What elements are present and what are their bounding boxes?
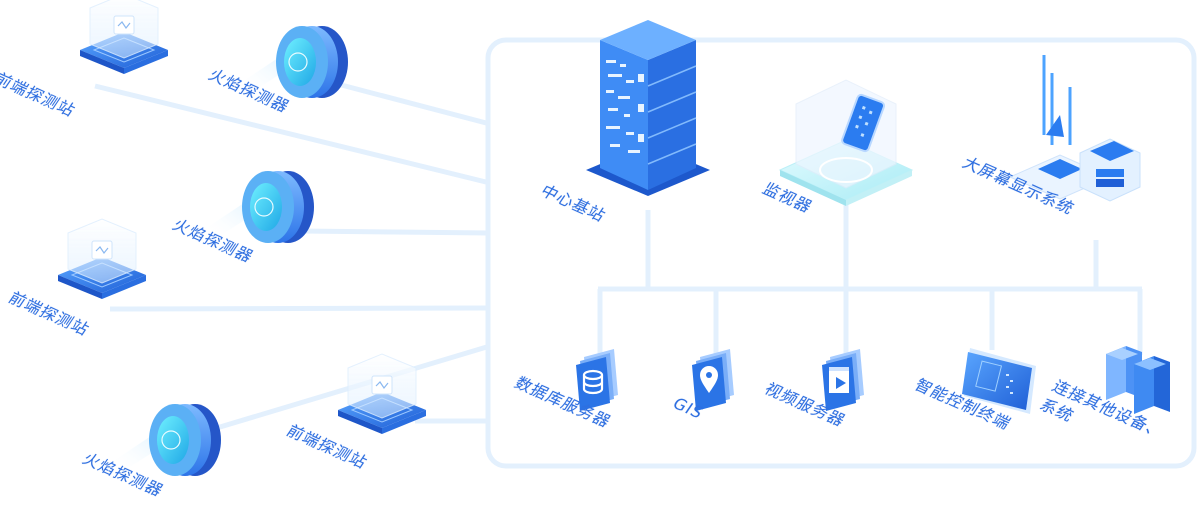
connector-front-station-1 [94, 83, 491, 186]
big-screen-display-icon[interactable] [1008, 55, 1141, 202]
flame-detector-icon[interactable] [242, 26, 348, 98]
map-pin-icon[interactable] [692, 349, 734, 411]
video-play-icon[interactable] [822, 349, 864, 411]
front-detection-station-icon[interactable] [338, 353, 426, 434]
server-pair-icon[interactable] [1106, 346, 1170, 414]
flame-detector-icon[interactable] [208, 171, 314, 243]
connector-front-station-2 [109, 305, 491, 312]
server-tower-icon[interactable] [586, 20, 710, 196]
control-terminal-icon[interactable] [962, 348, 1036, 414]
monitor-device-icon[interactable] [778, 79, 914, 206]
flame-detector-icon[interactable] [115, 404, 221, 476]
front-detection-station-icon[interactable] [80, 0, 168, 74]
database-icon[interactable] [576, 349, 618, 411]
connector-flame-detector-2 [299, 228, 491, 236]
front-detection-station-icon[interactable] [58, 218, 146, 299]
connector-flame-detector-1 [329, 79, 491, 127]
external-connectors [94, 79, 491, 433]
bus-connectors [597, 200, 1143, 360]
